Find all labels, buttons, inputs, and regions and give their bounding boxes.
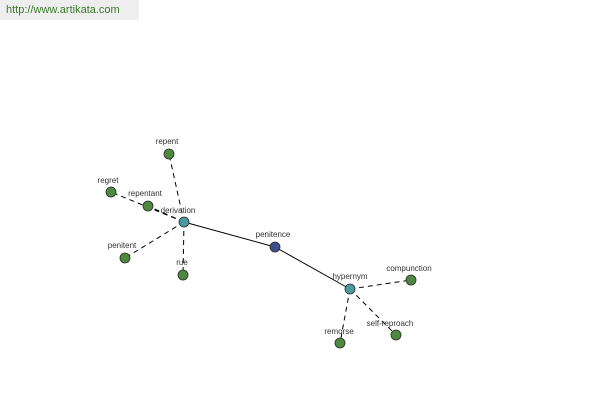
node-penitence[interactable] (269, 241, 281, 253)
label-remorse[interactable]: remorse (324, 327, 354, 336)
edge-penitence-hypernym (274, 246, 351, 290)
label-compunction[interactable]: compunction (386, 264, 431, 273)
label-self-reproach[interactable]: self-reproach (367, 319, 414, 328)
graph-nodes (105, 148, 417, 349)
edge-hypernym-remorse (339, 288, 351, 344)
node-repentant[interactable] (142, 200, 154, 212)
node-penitent[interactable] (119, 252, 131, 264)
edge-derivation-penitent (124, 221, 185, 259)
node-hypernym[interactable] (344, 283, 356, 295)
label-penitence[interactable]: penitence (256, 230, 291, 239)
node-regret[interactable] (105, 186, 117, 198)
edge-derivation-repent (168, 153, 185, 223)
label-repent[interactable]: repent (156, 137, 179, 146)
graph-labels: penitencederivationhypernymrepentregretr… (98, 137, 432, 336)
label-rue[interactable]: rue (176, 258, 188, 267)
edge-derivation-repentant (147, 205, 185, 223)
graph-edges (110, 153, 412, 344)
node-self-reproach[interactable] (390, 329, 402, 341)
node-derivation[interactable] (178, 216, 190, 228)
label-derivation[interactable]: derivation (161, 206, 196, 215)
node-rue[interactable] (177, 269, 189, 281)
node-repent[interactable] (163, 148, 175, 160)
label-repentant[interactable]: repentant (128, 189, 163, 198)
edge-derivation-rue (182, 221, 185, 276)
label-regret[interactable]: regret (98, 176, 120, 185)
label-penitent[interactable]: penitent (108, 241, 137, 250)
node-compunction[interactable] (405, 274, 417, 286)
edge-penitence-derivation (183, 221, 276, 248)
edge-hypernym-self-reproach (349, 288, 397, 336)
edge-hypernym-compunction (349, 279, 412, 290)
node-remorse[interactable] (334, 337, 346, 349)
label-hypernym[interactable]: hypernym (332, 272, 367, 281)
url-banner[interactable]: http://www.artikata.com (0, 0, 139, 20)
url-link[interactable]: http://www.artikata.com (6, 4, 120, 16)
